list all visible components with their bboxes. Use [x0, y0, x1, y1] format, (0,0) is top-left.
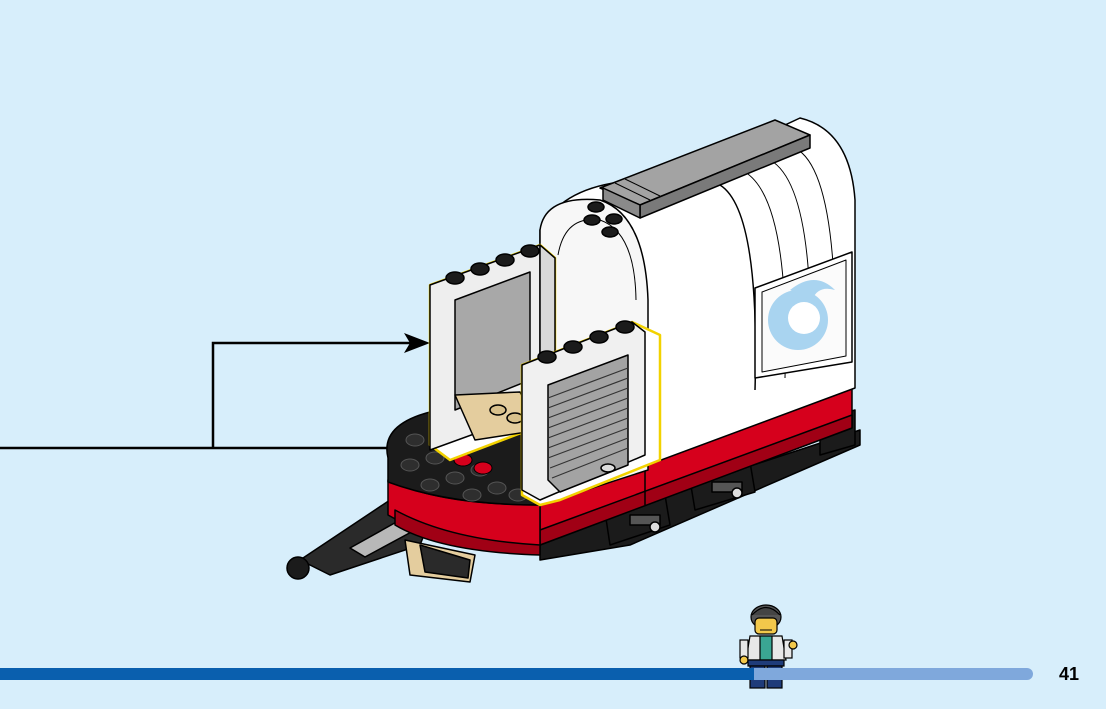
page-progress-fill	[0, 668, 754, 680]
page-progress-bar	[0, 668, 1033, 680]
tow-ball	[287, 557, 309, 579]
callout-line-upper	[213, 343, 410, 448]
page-number: 41	[1052, 664, 1086, 685]
trailer-model	[287, 118, 860, 582]
